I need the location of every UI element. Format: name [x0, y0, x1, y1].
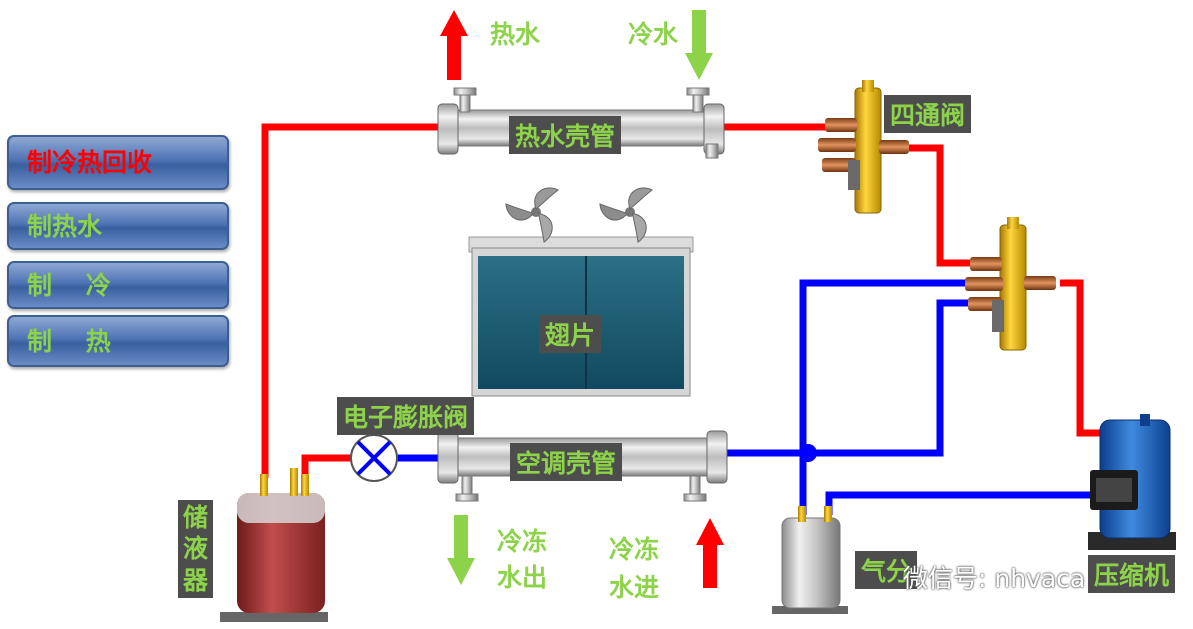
ac-shell-label: 空调壳管	[510, 443, 623, 481]
compressor-label: 压缩机	[1088, 555, 1176, 593]
mode-label: 制热水	[27, 211, 103, 241]
receiver-label-char: 液	[183, 534, 209, 564]
four-way-valve-icon	[818, 80, 909, 214]
pipe-junction	[799, 444, 817, 462]
mode-label: 制 冷	[27, 270, 111, 300]
watermark: 微信号: nhvaca	[903, 564, 1086, 593]
chilled-water-in-label-2: 水进	[609, 573, 660, 602]
cold-pipe-ac	[725, 299, 985, 457]
cold-pipe-comp	[825, 491, 1095, 515]
chilled-water-out-label-2: 水出	[497, 563, 548, 592]
gas-separator-label: 气分	[855, 551, 918, 589]
mode-button-heating[interactable]: 制 热	[7, 315, 229, 367]
four-way-valve-icon	[965, 217, 1056, 351]
expansion-valve-label: 电子膨胀阀	[337, 397, 475, 435]
mode-label: 制 热	[27, 326, 111, 356]
mode-button-hot-water[interactable]: 制热水	[7, 202, 229, 250]
four-way-valve-label: 四通阀	[884, 95, 972, 133]
receiver-tank-icon	[220, 468, 328, 622]
receiver-label-char: 储	[183, 503, 209, 532]
mode-label: 制冷热回收	[27, 148, 153, 177]
mode-button-cooling[interactable]: 制 冷	[7, 261, 229, 309]
expansion-valve-icon	[350, 434, 398, 482]
hot-pipe-compressor	[1060, 279, 1110, 437]
fan-icon	[599, 187, 653, 243]
hot-pipes	[261, 123, 1110, 478]
cold-water-label: 冷水	[628, 20, 679, 49]
hot-water-arrow	[440, 10, 468, 80]
fins-label: 翅片	[539, 315, 602, 353]
hot-pipe-left	[261, 123, 445, 478]
chilled-water-out-label-1: 冷冻	[497, 527, 548, 556]
cold-pipes	[395, 279, 1095, 515]
hot-water-label: 热水	[490, 20, 541, 49]
hot-pipe-valve-link	[905, 144, 985, 267]
chilled-water-out-arrow	[447, 515, 475, 585]
hot-water-shell-label: 热水壳管	[509, 116, 622, 154]
receiver-label-char: 器	[183, 565, 209, 595]
chilled-water-in-arrow	[696, 518, 724, 588]
receiver-label: 储 液 器	[178, 500, 214, 598]
compressor-icon	[1088, 414, 1176, 550]
cold-water-arrow	[685, 10, 713, 80]
chilled-water-in-label-1: 冷冻	[609, 535, 660, 564]
cold-pipe-gas	[799, 279, 985, 515]
hot-pipe-receiver	[301, 454, 355, 478]
fan-icon	[505, 187, 559, 243]
mode-button-heat-recovery[interactable]: 制冷热回收	[7, 135, 229, 190]
gas-separator-tank-icon	[772, 506, 848, 614]
